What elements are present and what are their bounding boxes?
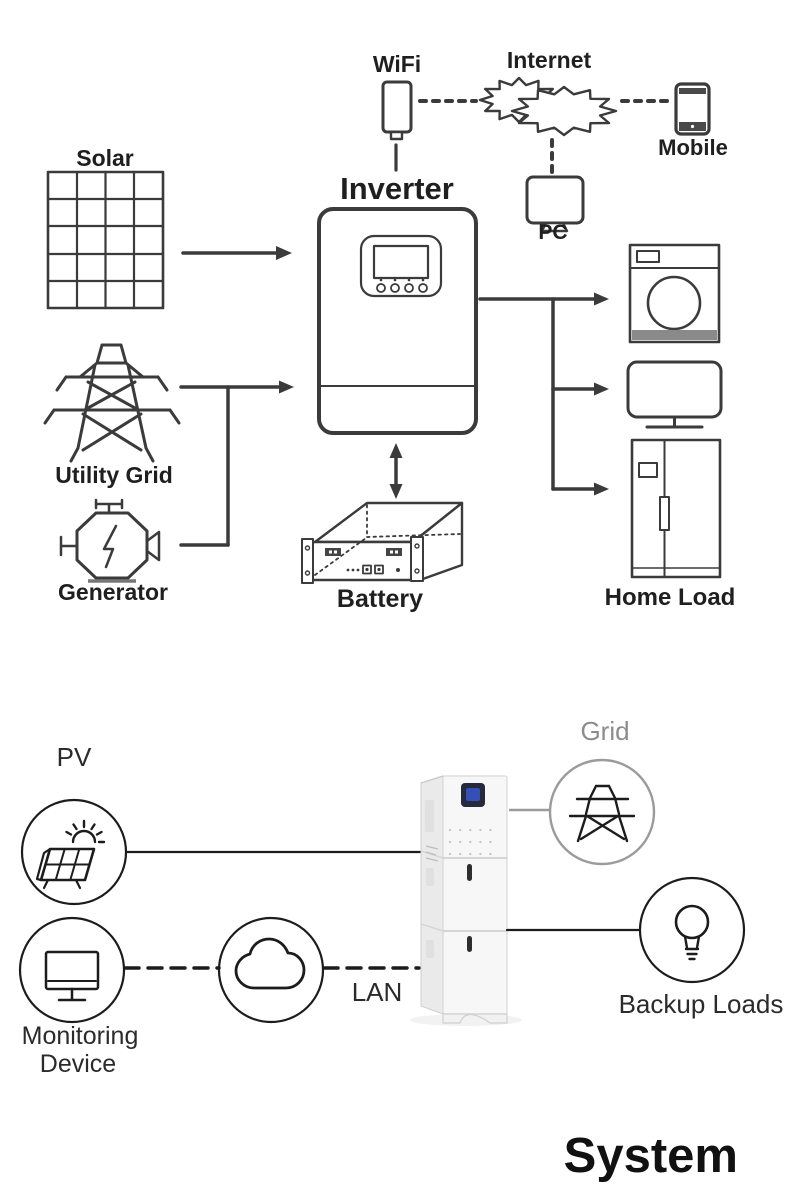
solar-panel-icon bbox=[46, 170, 165, 310]
washing-machine-icon bbox=[628, 243, 721, 344]
pv-label: PV bbox=[57, 742, 92, 772]
inverter-battery-double-arrow bbox=[389, 443, 403, 499]
inverter-buttons bbox=[376, 278, 428, 293]
monitoring-label-line1: Monitoring bbox=[22, 1022, 139, 1050]
pv-panel-icon bbox=[35, 819, 106, 890]
utility-grid-label: Utility Grid bbox=[55, 462, 173, 488]
generator-label: Generator bbox=[58, 579, 168, 605]
monitoring-circle bbox=[18, 916, 126, 1024]
pv-circle bbox=[20, 798, 128, 906]
washer-base-bar bbox=[632, 330, 717, 340]
arrow-solar-to-inverter bbox=[181, 246, 292, 260]
light-bulb-icon bbox=[674, 904, 710, 961]
refrigerator-icon bbox=[630, 438, 722, 579]
home-load-label: Home Load bbox=[605, 584, 736, 611]
mobile-label: Mobile bbox=[658, 135, 728, 160]
backup-loads-label: Backup Loads bbox=[619, 989, 784, 1019]
generator-engine-icon bbox=[59, 498, 161, 583]
grid-generator-connector-lines bbox=[179, 380, 294, 547]
battery-rack-icon bbox=[301, 501, 464, 584]
internet-cloud-icon bbox=[478, 76, 618, 137]
utility-grid-tower-icon bbox=[43, 343, 181, 463]
bottom-diagram: PV Monitoring Device LAN bbox=[18, 716, 784, 1183]
tower-handle-slot-2 bbox=[467, 936, 472, 952]
pc-label: PC bbox=[538, 221, 567, 244]
grid-tower-icon bbox=[568, 784, 636, 843]
internet-label: Internet bbox=[507, 47, 592, 73]
wifi-label: WiFi bbox=[373, 51, 421, 77]
battery-label: Battery bbox=[337, 585, 423, 613]
inverter-unit-icon bbox=[317, 207, 478, 435]
grid-circle bbox=[548, 758, 656, 866]
monitoring-device-icon bbox=[44, 950, 100, 1002]
top-diagram: Solar WiFi Internet bbox=[43, 47, 736, 613]
system-label: System bbox=[564, 1129, 738, 1183]
wifi-dongle-icon bbox=[381, 80, 413, 141]
grid-label: Grid bbox=[580, 716, 629, 746]
tv-monitor-icon bbox=[626, 360, 723, 429]
mobile-phone-icon bbox=[674, 82, 711, 136]
ess-tower-image bbox=[410, 775, 522, 1026]
solar-label: Solar bbox=[76, 145, 134, 171]
tower-handle-slot-1 bbox=[467, 864, 472, 881]
cloud-icon bbox=[234, 937, 306, 990]
backup-circle bbox=[638, 876, 746, 984]
monitoring-label-line2: Device bbox=[40, 1050, 116, 1078]
inverter-label: Inverter bbox=[340, 171, 454, 206]
inverter-to-loads-connector bbox=[478, 292, 609, 496]
lan-label: LAN bbox=[352, 977, 403, 1007]
pc-monitor-icon bbox=[525, 175, 585, 233]
tower-screen-glow bbox=[466, 788, 480, 801]
cloud-circle bbox=[217, 916, 325, 1024]
